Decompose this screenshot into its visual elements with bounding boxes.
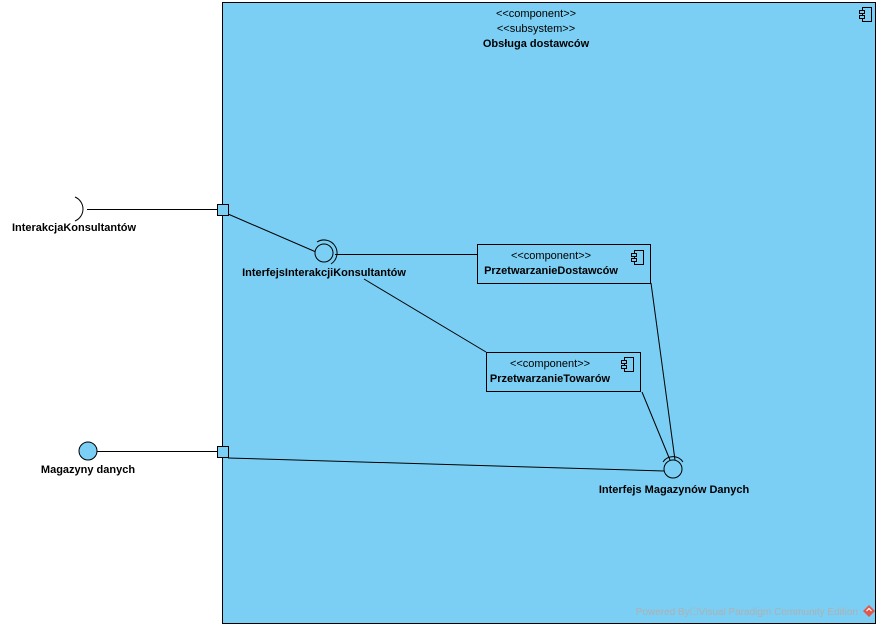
visual-paradigm-logo-icon <box>863 605 875 617</box>
connector-port-to-storage <box>227 457 665 472</box>
component-przetwarzanie-dostawcow[interactable]: <<component>> PrzetwarzanieDostawców <box>477 244 651 284</box>
subsystem-name: Obsługa dostawców <box>483 38 590 50</box>
storage-interface-label: Interfejs Magazynów Danych <box>599 484 750 496</box>
connector-port-to-consultant-interface <box>227 213 317 253</box>
component-name: PrzetwarzanieDostawców <box>484 265 618 277</box>
consultant-interface-label: InterfejsInterakcjiKonsultantów <box>242 267 406 279</box>
connector-dostawcow-to-storage <box>650 282 676 461</box>
watermark-text: Powered By☐Visual Paradigm Community Edi… <box>636 607 858 618</box>
subsystem-component-icon <box>859 7 872 22</box>
required-interface-socket <box>74 196 84 222</box>
connector-interface-to-towarow <box>363 278 487 353</box>
provided-interface-label: Magazyny danych <box>41 464 135 476</box>
component-stereotype: <<component>> <box>511 250 591 262</box>
subsystem-stereotype-component: <<component>> <box>496 8 576 20</box>
connectors <box>87 209 676 472</box>
storage-interface-symbol <box>662 456 684 479</box>
port-storage <box>217 446 229 458</box>
connector-towarow-to-storage <box>641 391 671 461</box>
required-interface-label: InterakcjaKonsultantów <box>12 222 137 234</box>
consultant-interface-symbol <box>314 239 338 265</box>
component-stereotype: <<component>> <box>510 358 590 370</box>
component-name: PrzetwarzanieTowarów <box>490 373 611 385</box>
component-icon <box>621 357 634 372</box>
component-przetwarzanie-towarow[interactable]: <<component>> PrzetwarzanieTowarów <box>486 352 641 392</box>
component-icon <box>631 250 644 265</box>
subsystem-frame <box>222 2 876 624</box>
provided-interface-ball <box>78 441 98 461</box>
port-consultant <box>217 204 229 216</box>
subsystem-stereotype-subsystem: <<subsystem>> <box>497 23 575 35</box>
